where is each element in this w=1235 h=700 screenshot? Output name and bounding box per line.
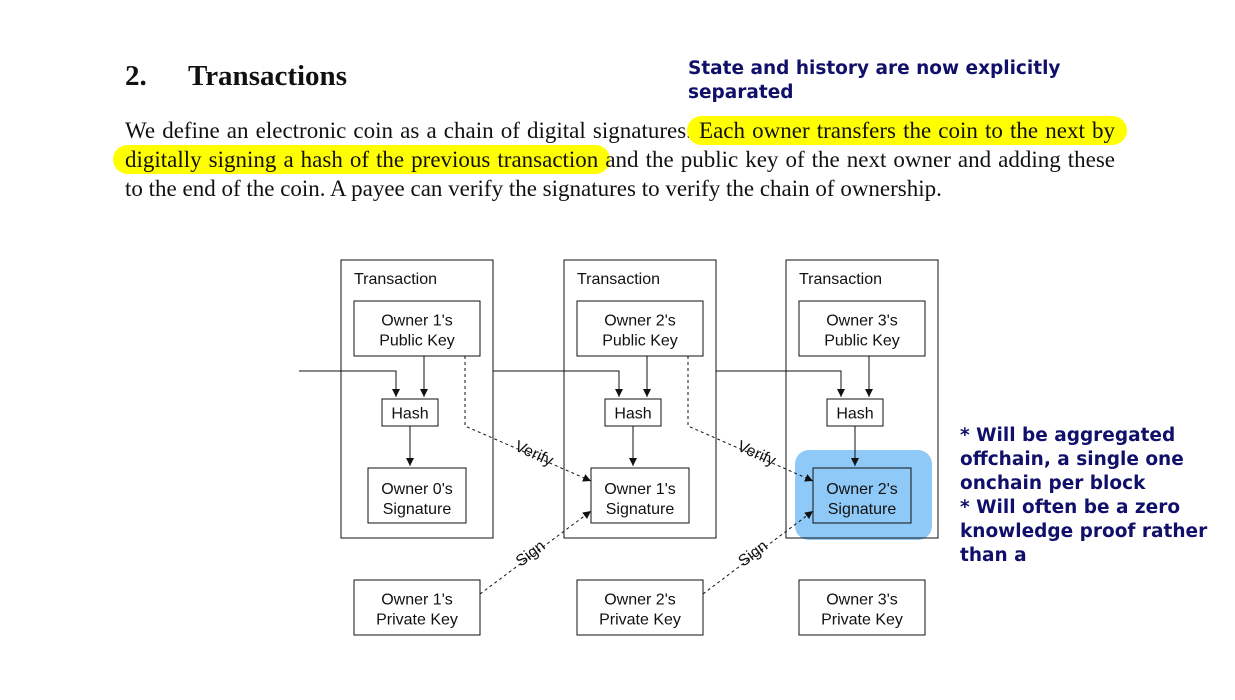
transaction-box-3	[785, 259, 939, 539]
signature-box-2	[590, 467, 690, 524]
public-key-box-1-line-2: Public Key	[379, 333, 455, 350]
hash-box-1-label: Hash	[391, 406, 428, 423]
verify-label-2: Verify	[735, 438, 778, 470]
section-number: 2.	[125, 60, 147, 92]
private-key-box-2-line-1: Owner 2's	[604, 592, 676, 609]
section-heading: 2. Transactions	[125, 60, 347, 93]
private-key-box-2	[576, 579, 704, 636]
verify-label-1: Verify	[512, 438, 555, 470]
public-key-box-2-line-1: Owner 2's	[604, 313, 676, 330]
signature-box-3-line-2: Signature	[828, 501, 897, 518]
chain-arrow-2	[493, 370, 623, 397]
section-title: Transactions	[188, 60, 347, 92]
annotation-top: State and history are now explicitly sep…	[688, 58, 1061, 103]
chain-arrow-1	[299, 370, 400, 397]
sign-arrow-2	[702, 510, 814, 595]
paragraph-text-1: We define an electronic coin as a chain …	[125, 118, 700, 143]
hash-box-1	[381, 398, 439, 427]
public-key-box-3-line-1: Owner 3's	[826, 313, 898, 330]
public-key-box-3-line-2: Public Key	[824, 333, 900, 350]
sign-arrow-1	[479, 510, 592, 595]
signature-box-2-line-2: Signature	[606, 501, 675, 518]
sign-label-1: Sign	[513, 537, 549, 570]
private-key-box-1-line-1: Owner 1's	[381, 592, 453, 609]
transaction-box-2	[563, 259, 717, 539]
body-paragraph: We define an electronic coin as a chain …	[113, 116, 1127, 203]
transaction-label-2: Transaction	[577, 271, 660, 288]
signature-box-1-line-1: Owner 0's	[381, 481, 453, 498]
sign-label-2: Sign	[735, 537, 771, 570]
public-key-box-3	[798, 300, 926, 357]
signature-box-2-line-1: Owner 1's	[604, 481, 676, 498]
annotation-side-line-2: * Will often be a zero knowledge proof r…	[960, 497, 1208, 566]
public-key-box-1	[353, 300, 481, 357]
transaction-label-3: Transaction	[799, 271, 882, 288]
hash-box-3-label: Hash	[836, 406, 873, 423]
chain-arrow-3	[716, 370, 845, 397]
signature-highlight	[795, 450, 932, 540]
transaction-box-1	[340, 259, 494, 539]
signature-box-3	[812, 467, 912, 524]
annotation-side: * Will be aggregated offchain, a single …	[960, 424, 1220, 568]
paragraph-text-2: and the public key of the next owner and…	[125, 147, 1115, 201]
public-key-box-2-line-2: Public Key	[602, 333, 678, 350]
hash-box-2-label: Hash	[614, 406, 651, 423]
private-key-box-1-line-2: Private Key	[376, 612, 458, 629]
private-key-box-3-line-1: Owner 3's	[826, 592, 898, 609]
private-key-box-2-line-2: Private Key	[599, 612, 681, 629]
signature-box-1-line-2: Signature	[383, 501, 452, 518]
signature-box-3-line-1: Owner 2's	[826, 481, 898, 498]
verify-arrow-1	[464, 356, 592, 482]
private-key-box-3-line-2: Private Key	[821, 612, 903, 629]
verify-arrow-2	[687, 356, 814, 482]
annotation-side-line-1: * Will be aggregated offchain, a single …	[960, 425, 1184, 494]
private-key-box-1	[353, 579, 481, 636]
public-key-box-1-line-1: Owner 1's	[381, 313, 453, 330]
private-key-box-3	[798, 579, 926, 636]
signature-box-1	[367, 467, 467, 524]
public-key-box-2	[576, 300, 704, 357]
transaction-label-1: Transaction	[354, 271, 437, 288]
